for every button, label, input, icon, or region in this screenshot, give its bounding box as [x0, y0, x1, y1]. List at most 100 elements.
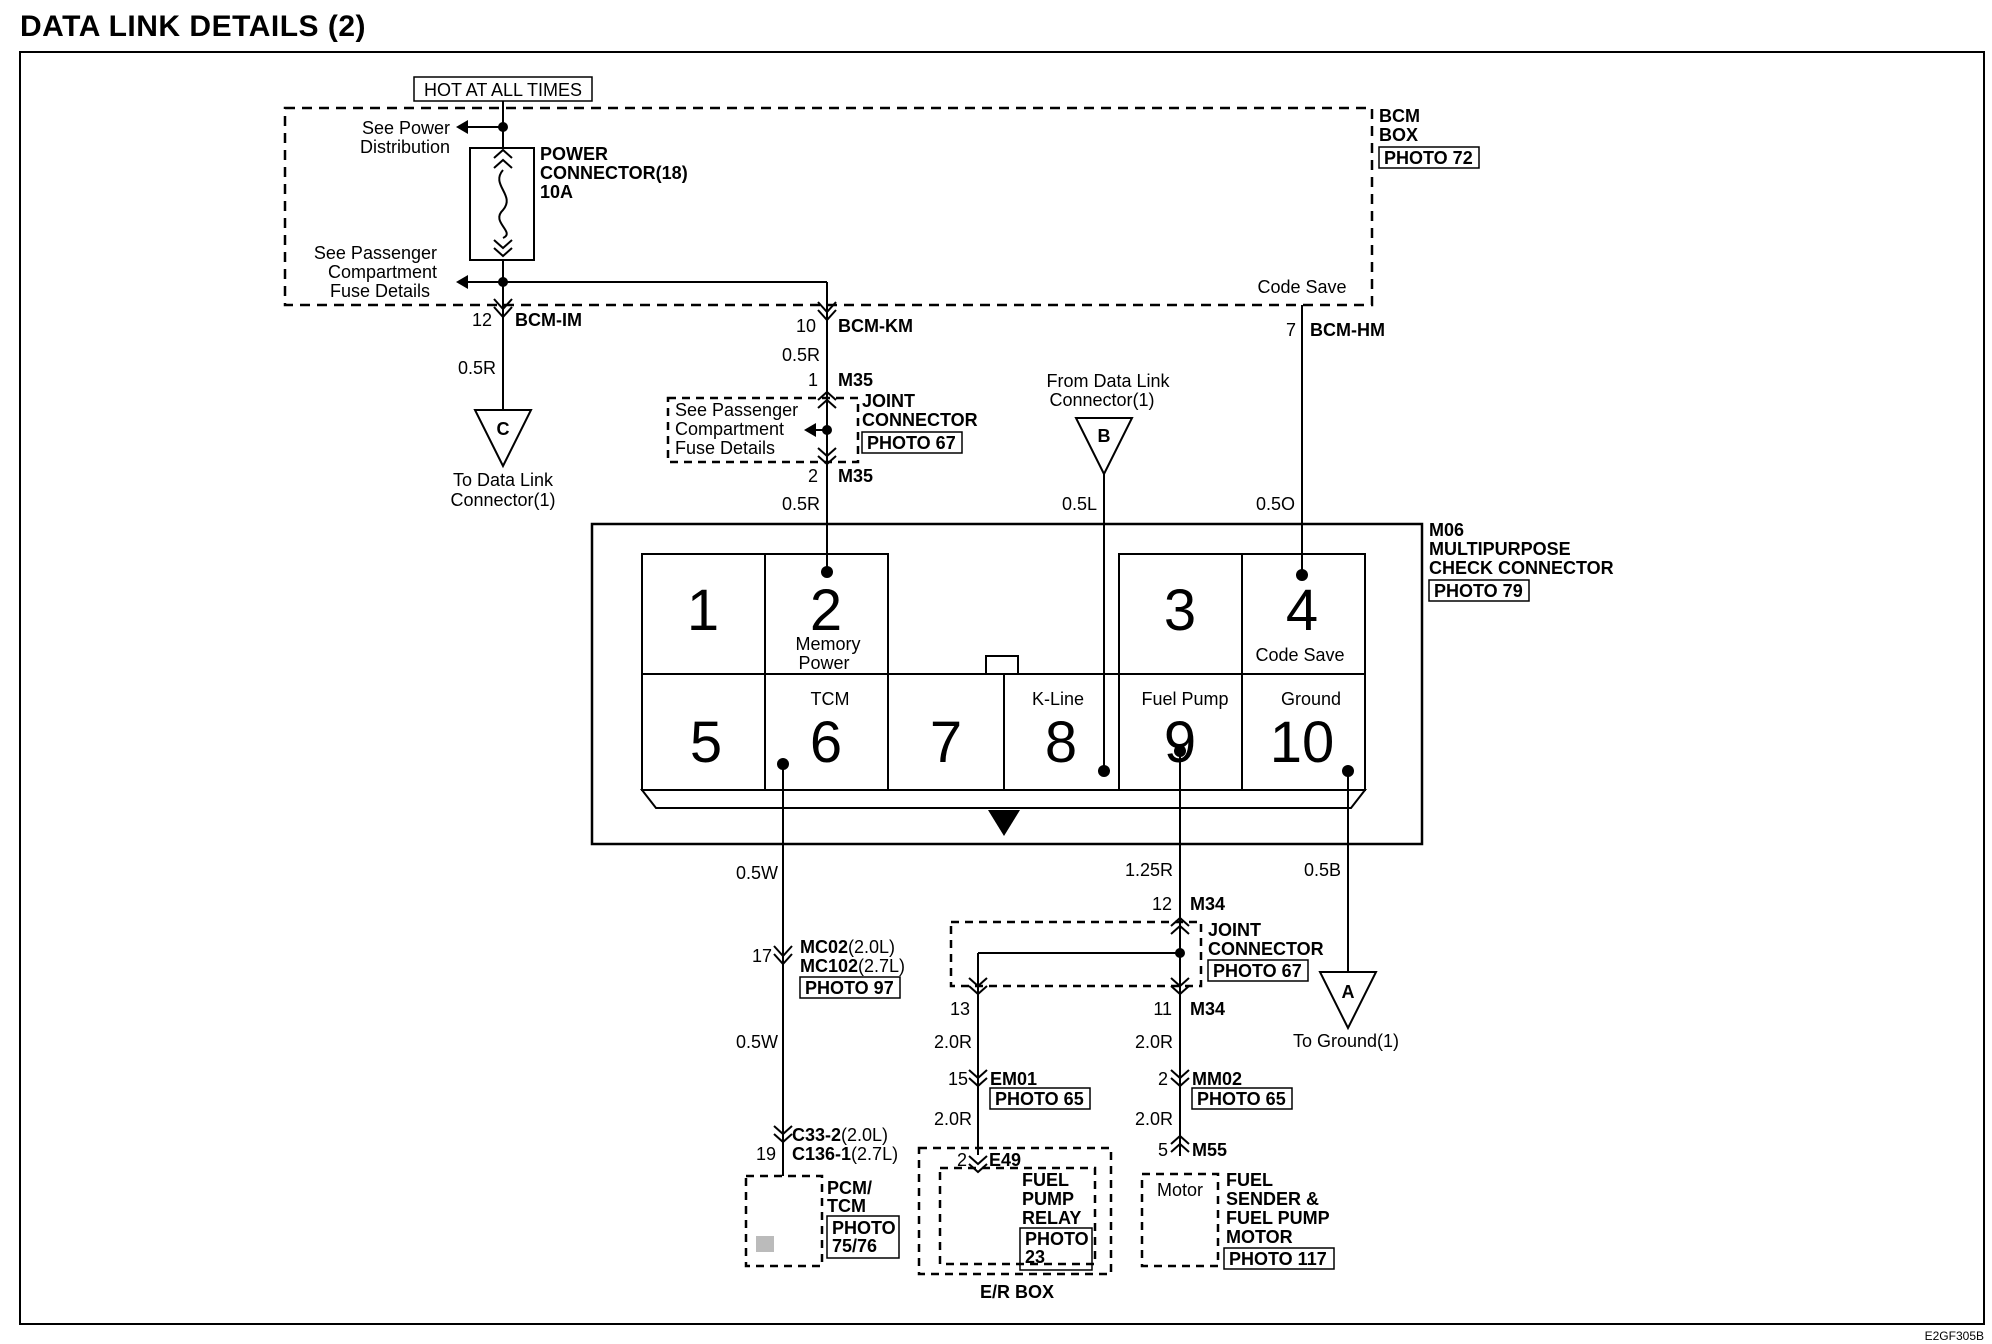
- pin-7: 7: [930, 710, 962, 775]
- pin-9-label: Fuel Pump: [1141, 689, 1228, 709]
- pin-10-label: Ground: [1281, 689, 1341, 709]
- connector-icon: [773, 1125, 793, 1144]
- see-pass-2-a: See Passenger: [675, 400, 798, 420]
- pin-6-label: TCM: [811, 689, 850, 709]
- sender-l2: SENDER &: [1226, 1189, 1319, 1209]
- pin-8-label: K-Line: [1032, 689, 1084, 709]
- em01-pin: 15: [948, 1069, 968, 1089]
- pin-4-label: Code Save: [1255, 645, 1344, 665]
- fuse-box: [469, 147, 535, 261]
- bcm-hm-color: 0.5O: [1256, 494, 1295, 514]
- m55-name: M55: [1192, 1140, 1227, 1160]
- connector-icon: [1170, 1069, 1190, 1088]
- connector-icon: [773, 945, 793, 966]
- m06-l3: CHECK CONNECTOR: [1429, 558, 1614, 578]
- bcm-hm-pin: 7: [1286, 320, 1296, 340]
- connector-a-letter: A: [1342, 982, 1355, 1002]
- key-triangle-icon: [988, 810, 1020, 836]
- w13-color-b: 2.0R: [934, 1109, 972, 1129]
- connector-icon: [493, 298, 513, 319]
- connector-c-l1: To Data Link: [453, 470, 554, 490]
- connector-icon: [817, 301, 837, 322]
- w10-color: 0.5B: [1304, 860, 1341, 880]
- m06-l1: M06: [1429, 520, 1464, 540]
- e49-pin: 2: [957, 1150, 967, 1170]
- sender-photo: PHOTO 117: [1229, 1249, 1327, 1269]
- joint2-photo: PHOTO 67: [1213, 961, 1302, 981]
- w11-color-b: 2.0R: [1135, 1109, 1173, 1129]
- pcm-icon: [756, 1236, 774, 1252]
- connector-b-triangle: [1074, 417, 1134, 477]
- see-power-2: Distribution: [360, 137, 450, 157]
- relay-l1: FUEL: [1022, 1170, 1069, 1190]
- m35-top-name: M35: [838, 370, 873, 390]
- mc02: MC02(2.0L): [800, 937, 895, 957]
- bcm-box: [283, 106, 1374, 307]
- connector-b-letter: B: [1098, 426, 1111, 446]
- e49-name: E49: [989, 1150, 1021, 1170]
- pcm-l1: PCM/: [827, 1178, 872, 1198]
- w6-color-a: 0.5W: [736, 863, 778, 883]
- m06-connector-outline: [590, 522, 1424, 846]
- c-pin: 19: [756, 1144, 776, 1164]
- pcm-photo-2: 75/76: [832, 1236, 877, 1256]
- see-pass-1-c: Fuse Details: [330, 281, 430, 301]
- mm02-name: MM02: [1192, 1069, 1242, 1089]
- hot-label: HOT AT ALL TIMES: [424, 80, 582, 100]
- bcm-km-pin: 10: [796, 316, 816, 336]
- connector-c-letter: C: [497, 419, 510, 439]
- bcm-km-color: 0.5R: [782, 345, 820, 365]
- connector-a-label: To Ground(1): [1293, 1031, 1399, 1051]
- fuse-icon: [498, 169, 508, 239]
- kline-color: 0.5L: [1062, 494, 1097, 514]
- mm02-photo: PHOTO 65: [1197, 1089, 1286, 1109]
- connector-c-triangle: [473, 409, 533, 469]
- m34-11-name: M34: [1190, 999, 1225, 1019]
- sender-l3: FUEL PUMP: [1226, 1208, 1330, 1228]
- w9-color: 1.25R: [1125, 860, 1173, 880]
- mc-pin: 17: [752, 946, 772, 966]
- m06-l2: MULTIPURPOSE: [1429, 539, 1571, 559]
- bcm-label-2: BOX: [1379, 125, 1418, 145]
- er-box: [917, 1146, 1113, 1276]
- w13-color-a: 2.0R: [934, 1032, 972, 1052]
- arrow-left-icon: [456, 120, 468, 134]
- m34-top-name: M34: [1190, 894, 1225, 914]
- pin-2: 2: [810, 578, 842, 643]
- bcm-km-name: BCM-KM: [838, 316, 913, 336]
- connector-a-triangle: [1318, 971, 1378, 1031]
- m35-bottom-color: 0.5R: [782, 494, 820, 514]
- fuse-label-2: CONNECTOR(18): [540, 163, 688, 183]
- m35-bottom-pin: 2: [808, 466, 818, 486]
- bcm-im-pin: 12: [472, 310, 492, 330]
- fuel-pump-relay-box: [938, 1166, 1097, 1266]
- reference-code: E2GF305B: [1925, 1329, 1984, 1343]
- c136: C136-1(2.7L): [792, 1144, 898, 1164]
- joint-connector-2: [949, 920, 1203, 988]
- arrow-left-icon: [456, 275, 468, 289]
- relay-l2: PUMP: [1022, 1189, 1074, 1209]
- sender-l1: FUEL: [1226, 1170, 1273, 1190]
- pin-5: 5: [690, 710, 722, 775]
- mc102: MC102(2.7L): [800, 956, 905, 976]
- joint2-l2: CONNECTOR: [1208, 939, 1324, 959]
- m34-11-pin: 11: [1153, 999, 1172, 1019]
- pin-3: 3: [1164, 578, 1196, 643]
- joint1-l1: JOINT: [862, 391, 915, 411]
- relay-l3: RELAY: [1022, 1208, 1081, 1228]
- arrow-left-icon: [804, 423, 816, 437]
- pcm-l2: TCM: [827, 1196, 866, 1216]
- m06-photo: PHOTO 79: [1434, 581, 1523, 601]
- m34-top-pin: 12: [1152, 894, 1172, 914]
- mc-photo: PHOTO 97: [805, 978, 894, 998]
- em01-name: EM01: [990, 1069, 1037, 1089]
- pin-1: 1: [687, 578, 719, 643]
- code-save-top: Code Save: [1257, 277, 1346, 297]
- fuse-label-3: 10A: [540, 182, 573, 202]
- bcm-hm-name: BCM-HM: [1310, 320, 1385, 340]
- relay-photo-2: 23: [1025, 1247, 1045, 1267]
- w6-color-b: 0.5W: [736, 1032, 778, 1052]
- joint1-photo: PHOTO 67: [867, 433, 956, 453]
- motor-label: Motor: [1157, 1180, 1203, 1200]
